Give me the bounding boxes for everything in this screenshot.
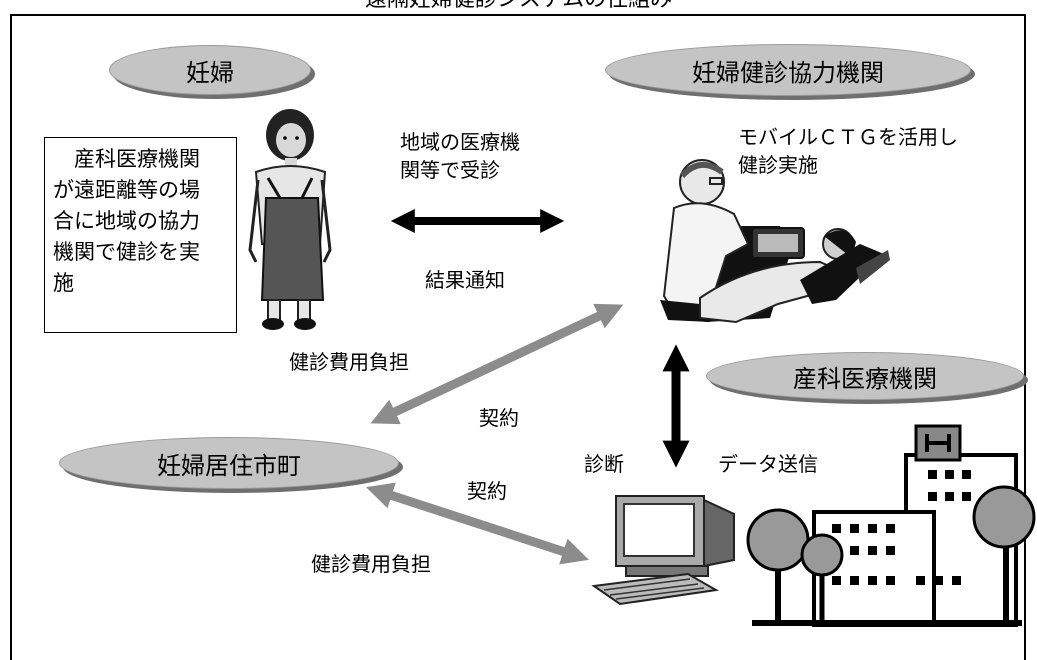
note-box: 産科医療機関 が遠距離等の場 合に地域の協力 機関で健診を実 施: [44, 137, 237, 333]
data-send-label: データ送信: [718, 452, 818, 476]
contract-label-lower: 契約: [467, 479, 507, 503]
obstetric-label: 産科医療機関: [793, 364, 937, 393]
note-line: が遠距離等の場: [53, 178, 200, 202]
mobile-ctg-line: モバイルＣＴＧを活用し: [738, 125, 958, 149]
arrow-municipality-obstetric: [366, 482, 589, 565]
visit-label-line: 地域の医療機: [400, 130, 520, 154]
diagnosis-label: 診断: [584, 452, 624, 476]
woman-icon: [248, 109, 332, 330]
cost-label-lower: 健診費用負担: [311, 552, 431, 576]
mobile-ctg-label: モバイルＣＴＧを活用し 健診実施: [738, 123, 958, 179]
note-line: 産科医療機関: [53, 147, 200, 171]
obstetric-node: 産科医療機関: [706, 352, 1024, 400]
pregnant-label: 妊婦: [186, 58, 234, 87]
note-line: 機関で健診を実: [53, 240, 200, 264]
visit-label-line: 関等で受診: [400, 158, 500, 182]
hospital-icon: [746, 424, 1036, 627]
note-line: 施: [53, 271, 74, 295]
arrow-partner-municipality: [370, 303, 624, 425]
partner-label: 妊婦健診協力機関: [692, 58, 884, 87]
contract-label-upper: 契約: [479, 406, 519, 430]
result-label: 結果通知: [425, 268, 505, 292]
pregnant-node: 妊婦: [109, 45, 311, 95]
partner-node: 妊婦健診協力機関: [605, 44, 971, 96]
cost-label-upper: 健診費用負担: [289, 350, 409, 374]
doctor-patient-icon: [660, 159, 890, 324]
diagram-frame: [10, 14, 1026, 660]
municipality-label: 妊婦居住市町: [157, 451, 301, 480]
visit-label: 地域の医療機 関等で受診: [400, 128, 520, 184]
mobile-ctg-line: 健診実施: [738, 153, 818, 177]
computer-icon: [591, 495, 735, 606]
municipality-node: 妊婦居住市町: [59, 437, 399, 489]
diagram-title: 遠隔妊婦健診システムの仕組み: [0, 0, 1037, 13]
note-line: 合に地域の協力: [53, 209, 200, 233]
